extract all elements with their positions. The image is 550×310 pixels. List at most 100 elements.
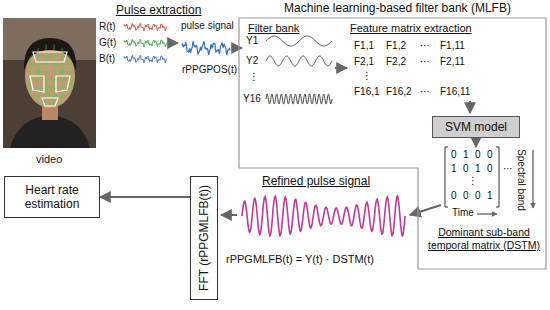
label-holder: F2,11: [440, 56, 465, 68]
text-label: F1,1: [354, 40, 374, 51]
label-holder: 0: [451, 149, 457, 161]
label-holder: 1: [487, 190, 493, 202]
label-holder: ⋯: [420, 86, 430, 98]
label-holder: Refined pulse signal: [262, 174, 370, 188]
label-holder: G(t): [99, 37, 116, 49]
text-label: ⋮: [249, 71, 259, 82]
section-title: Pulse extraction: [116, 3, 201, 17]
label-holder: Y1: [246, 35, 258, 47]
flow-arrow: [169, 42, 178, 44]
label-holder: F1,2: [386, 40, 406, 52]
flow-arrow: [410, 205, 441, 215]
label-holder: 0: [475, 190, 481, 202]
text-label: 0: [475, 149, 481, 160]
text-label: rPPGPOS(t): [182, 64, 237, 75]
filter-wave: [266, 94, 332, 104]
roi-chin: [42, 98, 58, 106]
text-label: 0: [475, 190, 481, 201]
text-label: F2,2: [386, 56, 406, 67]
label-holder: video: [36, 153, 62, 166]
label-holder: ⋯: [420, 40, 430, 52]
section-title: Dominant sub-band temporal matrix (DSTM): [428, 226, 540, 251]
label-holder: 1: [451, 163, 457, 175]
section-title: Feature matrix extraction: [350, 22, 472, 34]
matrix-bracket: [496, 147, 499, 207]
text-label: ⋮: [468, 175, 478, 186]
heading-holder: Machine learning-based filter bank (MLFB…: [248, 1, 547, 15]
flow-arrow: [232, 47, 242, 49]
roi-cheek: [56, 76, 70, 92]
pulse-wave: [182, 42, 230, 55]
mesh-line: [26, 56, 74, 104]
label-holder: R(t): [99, 21, 116, 33]
output-box: Heart rate estimation: [4, 176, 100, 218]
label-holder: F1,1: [354, 40, 374, 52]
text-label: F1,11: [440, 40, 465, 51]
label-holder: Filter bank: [248, 22, 299, 35]
rotated-holder: FFT (rPPGMLFB(t)): [197, 185, 211, 291]
label-holder: 0: [451, 190, 457, 202]
label-holder: Y16: [243, 93, 261, 105]
flow-arrow: [469, 101, 471, 113]
label-holder: 0: [463, 163, 469, 175]
box-label: Heart rate estimation: [9, 183, 95, 212]
text-label: F16,1: [354, 86, 380, 97]
flow-arrow: [475, 139, 477, 147]
text-label: 0: [487, 163, 493, 174]
text-label: 0: [451, 190, 457, 201]
text-label: 1: [451, 163, 457, 174]
label-holder: F2,1: [354, 56, 374, 68]
label-holder: 1: [463, 149, 469, 161]
flow-arrow: [221, 214, 237, 216]
section-title: Refined pulse signal: [262, 174, 370, 188]
signal-wave: [124, 23, 167, 31]
text-label: F16,2: [386, 86, 412, 97]
roi-forehead: [33, 52, 67, 62]
axis-arrow: [533, 150, 534, 208]
text-label: F16,11: [440, 86, 470, 97]
label-holder: F16,2: [386, 86, 412, 98]
waveforms: [124, 23, 405, 235]
filter-wave: [266, 56, 332, 66]
box-label: FFT (rPPGMLFB(t)): [197, 185, 211, 291]
label-holder: ⋮: [468, 175, 478, 187]
text-label: 1: [487, 190, 493, 201]
signal-wave: [124, 55, 167, 63]
label-holder: Y2: [246, 55, 258, 67]
text-label: Spectral band: [516, 149, 527, 211]
text-label: 1: [475, 163, 481, 174]
mesh-line: [20, 56, 80, 104]
label-holder: F2,2: [386, 56, 406, 68]
label-holder: ⋯: [420, 56, 430, 68]
matrix-bracket: [445, 147, 448, 207]
text-label: G(t): [99, 37, 116, 48]
label-holder: rPPGMLFB(t) = Y(t) · DSTM(t): [226, 253, 374, 266]
roi-cheek: [30, 76, 44, 92]
axis-arrows: [477, 150, 533, 214]
text-label: Y1: [246, 35, 258, 46]
process-box: FFT (rPPGMLFB(t)): [190, 176, 218, 300]
text-label: video: [36, 153, 62, 165]
label-holder: rPPGPOS(t): [182, 64, 237, 76]
label-holder: ⋮: [362, 70, 372, 82]
model-box: SVM model: [432, 116, 520, 138]
text-label: Y2: [246, 55, 258, 66]
text-label: Time: [452, 207, 474, 218]
label-holder: ⋮: [249, 71, 259, 83]
text-label: B(t): [99, 53, 115, 64]
text-label: R(t): [99, 21, 116, 32]
text-label: pulse signal: [181, 20, 234, 31]
text-label: 0: [463, 190, 469, 201]
roi-outline: [30, 52, 70, 106]
label-holder: F16,1: [354, 86, 380, 98]
text-label: 0: [487, 149, 493, 160]
axis-arrow: [477, 214, 497, 215]
text-label: ⋯: [420, 86, 430, 97]
label-holder: F16,11: [440, 86, 470, 98]
label-holder: 0: [487, 163, 493, 175]
refined-wave: [242, 196, 405, 236]
flow-arrow: [335, 67, 347, 69]
signal-wave: [124, 39, 167, 47]
filter-wave: [266, 36, 332, 46]
